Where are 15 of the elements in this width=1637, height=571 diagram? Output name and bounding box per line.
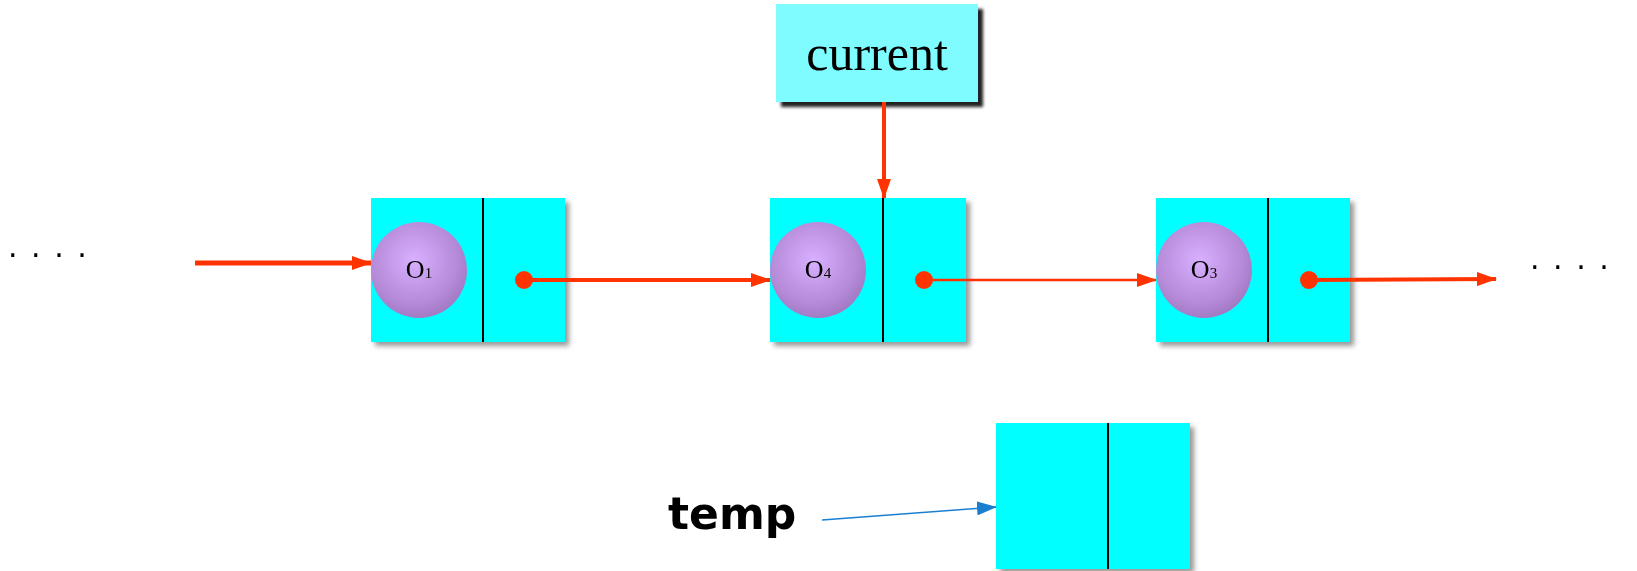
variable-name: current bbox=[806, 24, 948, 82]
list-node-box bbox=[996, 423, 1190, 569]
list-node-box bbox=[371, 198, 565, 342]
variable-box bbox=[776, 4, 978, 102]
arrow bbox=[515, 271, 771, 289]
arrow bbox=[195, 256, 372, 270]
list-node-box bbox=[1156, 198, 1350, 342]
ellipsis-dots: · · · · bbox=[1530, 250, 1611, 285]
arrow bbox=[821, 501, 997, 521]
arrow bbox=[877, 102, 891, 199]
arrow bbox=[915, 271, 1157, 289]
arrow bbox=[1300, 271, 1497, 289]
list-node-box bbox=[770, 198, 966, 342]
ellipsis-dots: · · · · bbox=[8, 238, 89, 273]
variable-label: temp bbox=[668, 488, 812, 544]
